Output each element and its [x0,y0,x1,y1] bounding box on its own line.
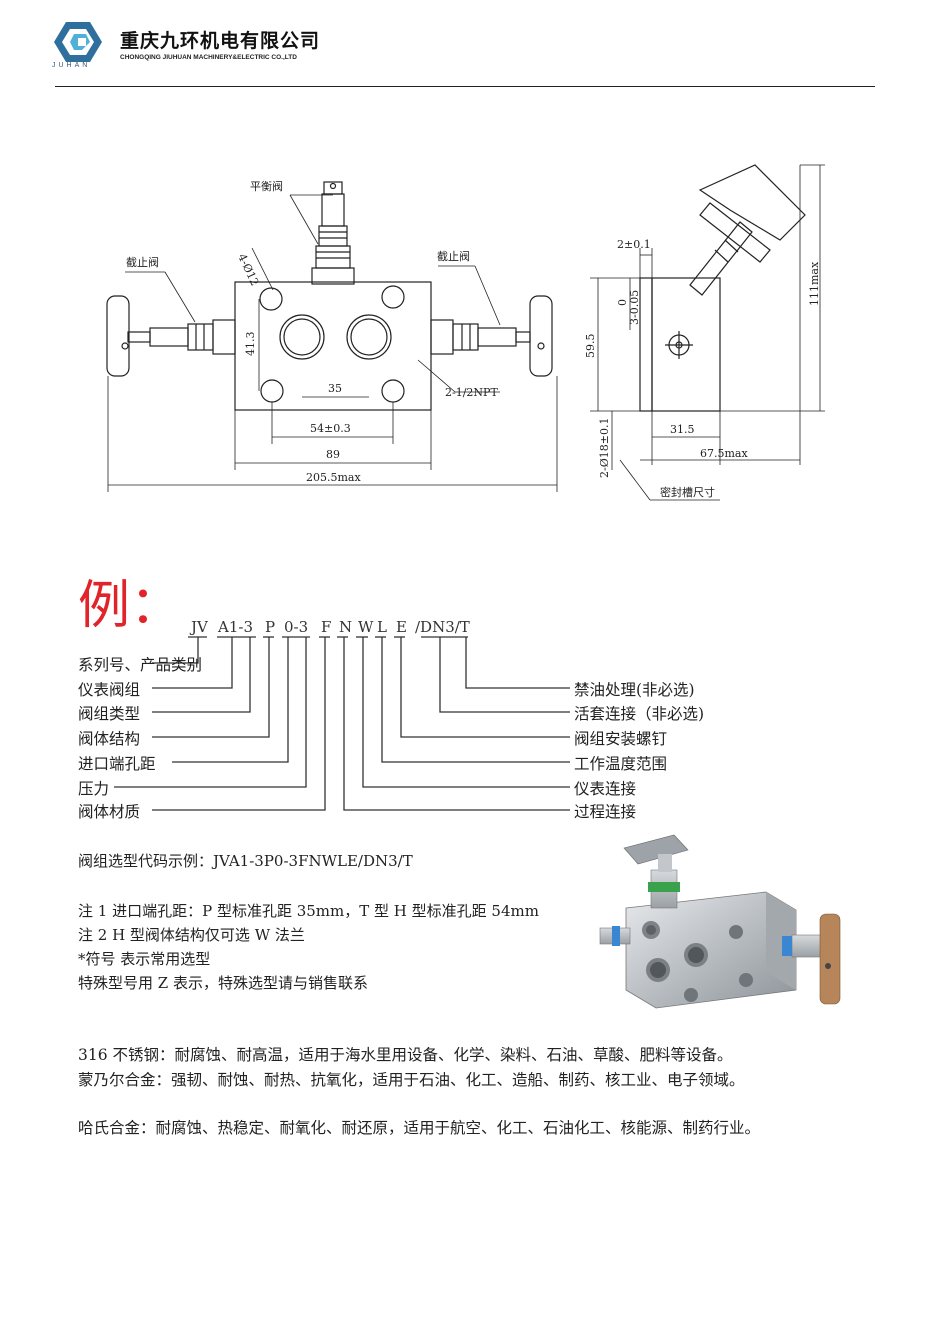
label-dim-npt: 2-1/2NPT [445,386,498,399]
label-inlet-spacing: 进口端孔距 [78,755,156,773]
label-dim-41-3: 41.3 [244,332,257,357]
company-name-en: CHONGQING JIUHUAN MACHINERY&ELECTRIC CO.… [120,54,297,61]
product-photo [599,834,841,1009]
logo-text: JUHAN [52,62,91,69]
note-1: 注 1 进口端孔距：P 型标准孔距 35mm，T 型 H 型标准孔距 54mm [78,902,539,920]
material-monel: 蒙乃尔合金：强韧、耐蚀、耐热、抗氧化，适用于石油、化工、造船、制药、核工业、电子… [78,1071,745,1089]
label-temperature-range: 工作温度范围 [574,755,668,773]
label-dim-3: 3-0.05 [628,290,641,325]
label-dim-89: 89 [326,448,340,461]
label-manifold-type: 阀组类型 [78,705,141,723]
note-3: *符号 表示常用选型 [78,950,211,968]
code-part: L [377,618,387,636]
label-oil-free: 禁油处理(非必选) [574,681,695,699]
label-instrument-connection: 仪表连接 [574,780,637,798]
label-dim-205: 205.5max [306,471,361,484]
process-port [346,314,392,360]
label-dim-35: 35 [328,382,342,395]
company-name-cn: 重庆九环机电有限公司 [120,30,321,52]
label-union-connection: 活套连接（非必选) [574,705,705,723]
code-part: E [396,618,407,636]
note-2: 注 2 H 型阀体结构仅可选 W 法兰 [78,926,305,944]
label-dim-67-5: 67.5max [700,447,748,460]
mount-hole [381,379,405,403]
technical-drawing: 平衡阀 截止阀 截止阀 4-Ø12 41.3 35 2-1/2NPT 54±0.… [106,164,825,501]
label-pressure: 压力 [78,780,110,798]
label-dim-54: 54±0.3 [310,422,351,435]
label-process-connection: 过程连接 [574,803,637,821]
code-part: F [321,618,332,636]
label-dim-59-5: 59.5 [584,334,597,359]
label-balance-valve: 平衡阀 [250,179,283,193]
label-stop-valve-left: 截止阀 [126,255,159,269]
code-part: P [265,618,276,636]
header-divider [55,86,875,87]
label-body-structure: 阀体结构 [78,730,141,748]
note-4: 特殊型号用 Z 表示，特殊选型请与销售联系 [78,974,368,992]
label-series: 系列号、产品类别 [78,656,203,674]
material-316: 316 不锈钢：耐腐蚀、耐高温，适用于海水里用设备、化学、染料、石油、草酸、肥料… [78,1046,733,1064]
mount-hole [259,287,283,311]
mount-hole [260,379,284,403]
code-part: JV [191,618,208,636]
company-logo [52,20,104,64]
code-part: N [339,618,353,636]
label-dim-seal: 2-Ø18±0.1 [598,418,611,478]
label-dim-0: 0 [616,299,629,306]
sample-code: 阀组选型代码示例：JVA1-3P0-3FNWLE/DN3/T [78,852,413,870]
mount-hole [381,285,405,309]
code-part: W [358,618,374,636]
code-part: 0-3 [284,618,309,636]
label-dim-31-5: 31.5 [670,423,695,436]
label-instrument-manifold: 仪表阀组 [78,681,141,699]
label-stop-valve-right: 截止阀 [437,249,470,263]
code-leader-lines [114,636,570,811]
logo-icon [54,22,102,62]
label-dim-2: 2±0.1 [617,238,651,251]
process-port [279,314,325,360]
example-heading: 例： [78,576,183,636]
label-dim-111: 111max [808,261,821,306]
code-part: /DN3/T [415,618,470,636]
label-seal-groove: 密封槽尺寸 [660,485,715,499]
material-hastelloy: 哈氏合金：耐腐蚀、热稳定、耐氧化、耐还原，适用于航空、化工、石油化工、核能源、制… [78,1119,761,1137]
label-mount-screw: 阀组安装螺钉 [574,730,668,748]
code-part: A1-3 [218,618,253,636]
label-body-material: 阀体材质 [78,803,141,821]
